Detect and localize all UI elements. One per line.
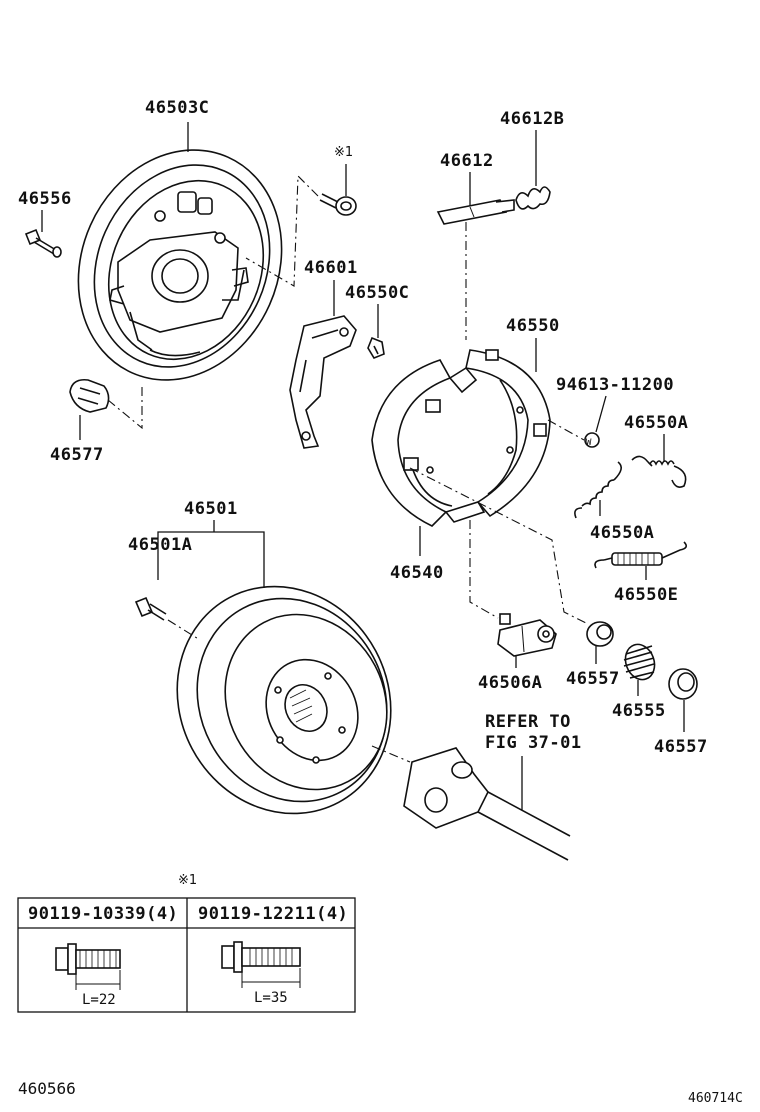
cap-46557-left[interactable] bbox=[586, 621, 614, 647]
bolt-mark1[interactable] bbox=[319, 193, 357, 216]
washer-94613[interactable]: W bbox=[584, 432, 600, 448]
svg-text:W: W bbox=[586, 438, 592, 448]
label-mark1-table: ※1 bbox=[178, 873, 197, 888]
bolt-table: ※1 90119-10339(4) 90119-12211(4) L=22 L bbox=[17, 873, 356, 1013]
spring-46550A-upper[interactable] bbox=[631, 455, 687, 488]
figure-number-left: 460566 bbox=[18, 1079, 76, 1098]
plug-46577[interactable] bbox=[69, 378, 110, 413]
bolt-table-col1-header: 90119-10339(4) bbox=[28, 904, 178, 924]
figure-number-right: 460714C bbox=[688, 1091, 743, 1106]
label-46557-left: 46557 bbox=[566, 669, 620, 689]
label-46556: 46556 bbox=[18, 189, 72, 209]
label-46550A-upper: 46550A bbox=[624, 413, 688, 433]
spring-46550A-lower[interactable] bbox=[574, 461, 622, 519]
label-46501A: 46501A bbox=[128, 535, 192, 555]
wheel-cylinder-46506A[interactable] bbox=[497, 613, 557, 657]
label-46540: 46540 bbox=[390, 563, 444, 583]
label-mark1-top: ※1 bbox=[334, 145, 353, 160]
bolt-table-col2-length: L=35 bbox=[254, 990, 288, 1006]
label-46501: 46501 bbox=[184, 499, 238, 519]
label-46612: 46612 bbox=[440, 151, 494, 171]
brake-drum[interactable] bbox=[138, 549, 431, 851]
spring-46555[interactable] bbox=[621, 640, 660, 683]
label-46557-right: 46557 bbox=[654, 737, 708, 757]
bolt-table-col2-header: 90119-12211(4) bbox=[198, 904, 348, 924]
label-46550: 46550 bbox=[506, 316, 560, 336]
spring-46550E[interactable] bbox=[594, 541, 688, 569]
label-46550E: 46550E bbox=[614, 585, 678, 605]
clip-46550C[interactable] bbox=[367, 336, 385, 359]
brake-shoes[interactable] bbox=[371, 349, 551, 527]
refer-to-line2: FIG 37-01 bbox=[485, 733, 582, 753]
cap-46557-right[interactable] bbox=[668, 668, 698, 700]
label-46550A-lower: 46550A bbox=[590, 523, 654, 543]
spring-46612B[interactable] bbox=[515, 186, 551, 210]
lever-46601[interactable] bbox=[289, 315, 357, 449]
label-46601: 46601 bbox=[304, 258, 358, 278]
label-46612B: 46612B bbox=[500, 109, 564, 129]
label-46555: 46555 bbox=[612, 701, 666, 721]
hub-bolt-46501A[interactable] bbox=[134, 596, 167, 621]
label-46550C: 46550C bbox=[345, 283, 409, 303]
label-46506A: 46506A bbox=[478, 673, 542, 693]
bolt-icon-col2 bbox=[221, 941, 301, 988]
bolt-table-col1-length: L=22 bbox=[82, 992, 116, 1008]
refer-to-line1: REFER TO bbox=[485, 712, 571, 732]
strut-46612[interactable] bbox=[436, 199, 515, 225]
axle-shaft[interactable] bbox=[371, 745, 571, 861]
bolt-icon-col1 bbox=[55, 943, 121, 990]
label-46503C: 46503C bbox=[145, 98, 209, 118]
bolt-46556[interactable] bbox=[24, 228, 62, 258]
label-94613-11200: 94613-11200 bbox=[556, 375, 674, 395]
backing-plate[interactable] bbox=[42, 117, 317, 412]
label-46577: 46577 bbox=[50, 445, 104, 465]
